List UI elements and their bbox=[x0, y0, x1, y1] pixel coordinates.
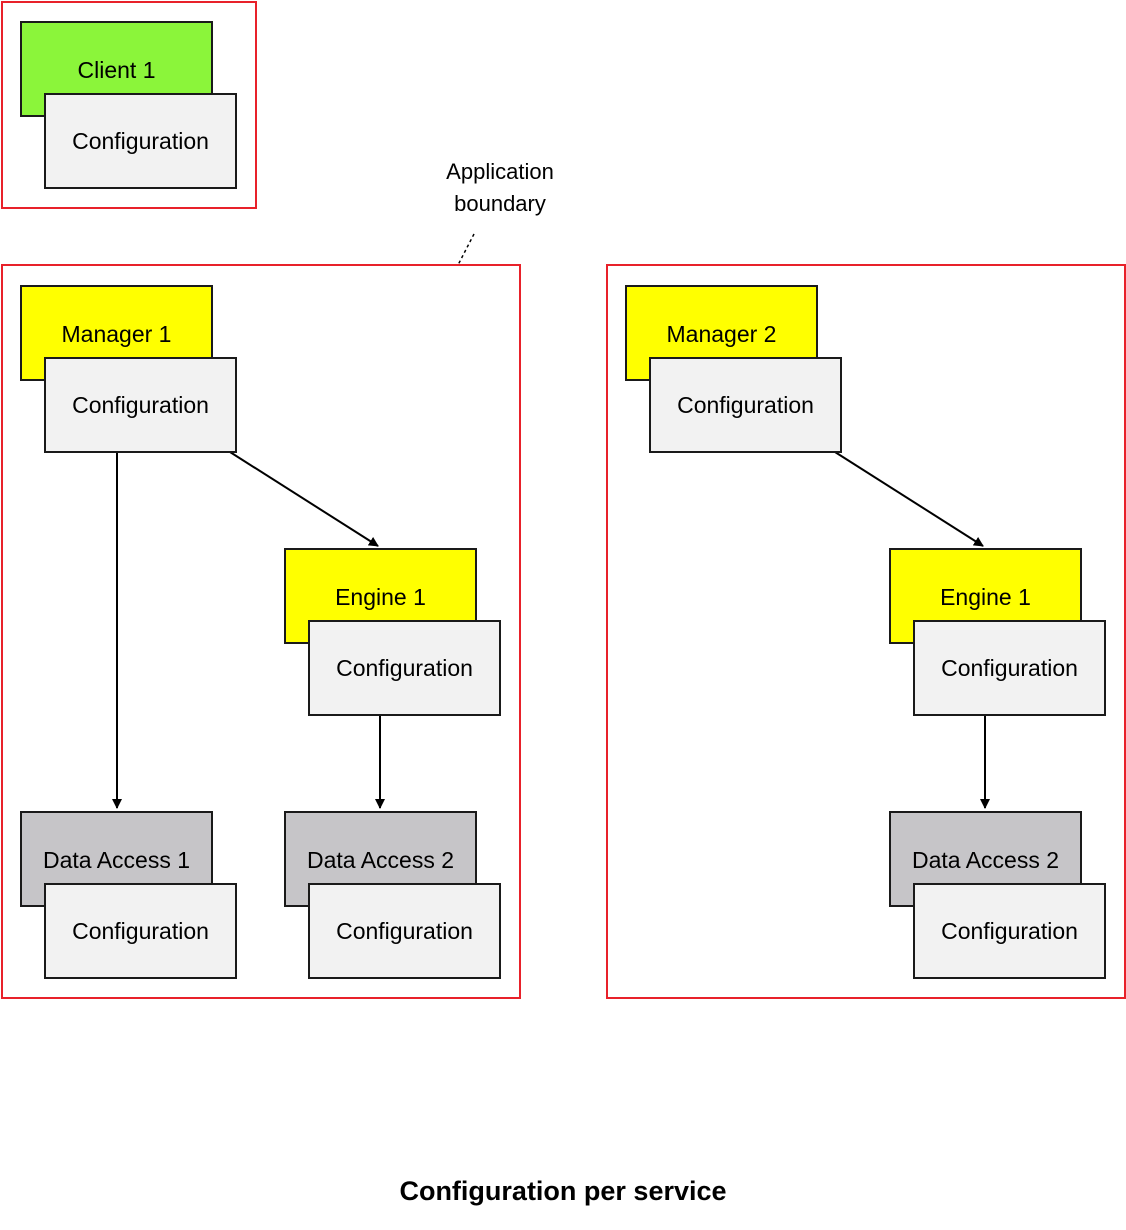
data-access-1-label: Data Access 1 bbox=[42, 847, 191, 873]
configuration-label: Configuration bbox=[336, 917, 473, 944]
manager-2-configuration: Configuration bbox=[649, 357, 842, 453]
data-access-2-label: Data Access 2 bbox=[306, 847, 455, 873]
client-1-label: Client 1 bbox=[77, 57, 156, 83]
engine-1-label: Engine 1 bbox=[335, 584, 426, 610]
app2-engine-1-label: Engine 1 bbox=[940, 584, 1031, 610]
arrow-manager2-to-engine1 bbox=[834, 451, 984, 547]
client-boundary bbox=[1, 1, 257, 209]
app2-engine-1-configuration: Configuration bbox=[913, 620, 1106, 716]
configuration-label: Configuration bbox=[677, 391, 814, 418]
client-1-configuration: Configuration bbox=[44, 93, 237, 189]
application-boundary-label: Application boundary bbox=[420, 156, 580, 220]
app2-data-access-2-configuration: Configuration bbox=[913, 883, 1106, 979]
application-boundary-label-line2: boundary bbox=[454, 191, 546, 216]
diagram-title: Configuration per service bbox=[399, 1176, 727, 1206]
data-access-1-configuration: Configuration bbox=[44, 883, 237, 979]
configuration-label: Configuration bbox=[72, 917, 209, 944]
app2-data-access-2-label: Data Access 2 bbox=[911, 847, 1060, 873]
configuration-label: Configuration bbox=[72, 127, 209, 154]
arrow-manager1-to-engine1 bbox=[229, 451, 379, 547]
boundary-label-leader bbox=[457, 233, 475, 266]
manager-1-label: Manager 1 bbox=[61, 321, 172, 347]
manager-2-label: Manager 2 bbox=[666, 321, 777, 347]
configuration-label: Configuration bbox=[72, 391, 209, 418]
application-boundary-label-line1: Application bbox=[446, 159, 554, 184]
engine-1-configuration: Configuration bbox=[308, 620, 501, 716]
manager-1-configuration: Configuration bbox=[44, 357, 237, 453]
data-access-2-configuration: Configuration bbox=[308, 883, 501, 979]
configuration-label: Configuration bbox=[336, 654, 473, 681]
configuration-label: Configuration bbox=[941, 654, 1078, 681]
application-boundary-1 bbox=[1, 264, 521, 999]
configuration-label: Configuration bbox=[941, 917, 1078, 944]
application-boundary-2 bbox=[606, 264, 1126, 999]
